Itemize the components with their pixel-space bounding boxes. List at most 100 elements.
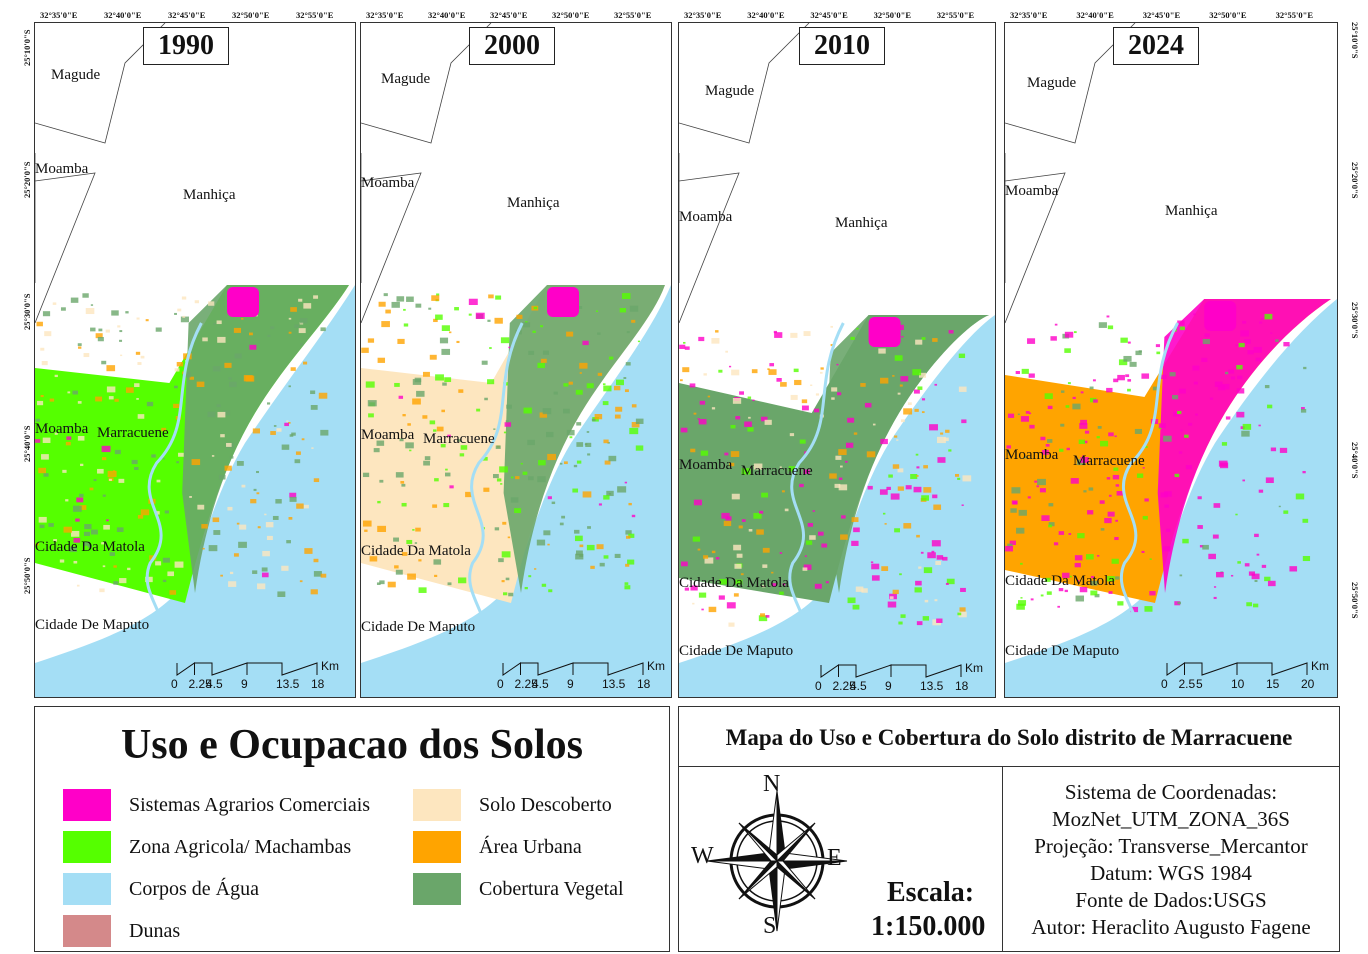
land-cover-patch <box>809 535 816 540</box>
district-boundary <box>679 172 740 324</box>
land-cover-patch <box>489 347 492 349</box>
land-cover-patch <box>1106 315 1110 318</box>
land-cover-patch <box>819 371 823 374</box>
legend-item-agricultural-zone: Zona Agricola/ Machambas <box>63 831 351 863</box>
land-cover-patch <box>563 408 570 414</box>
land-cover-patch <box>584 443 588 446</box>
land-cover-patch <box>1108 432 1114 437</box>
land-cover-patch <box>295 451 301 455</box>
legend-box: Uso e Ocupacao dos Solos Sistemas Agrari… <box>34 706 670 952</box>
legend-swatch <box>413 789 461 821</box>
land-cover-patch <box>739 391 745 395</box>
land-cover-patch <box>700 450 709 456</box>
land-cover-patch <box>897 486 904 491</box>
scale-tick-label: 9 <box>567 677 574 691</box>
land-cover-patch <box>145 319 149 322</box>
land-cover-patch <box>173 403 180 409</box>
land-cover-patch <box>180 316 189 323</box>
land-cover-patch <box>493 428 496 430</box>
land-cover-patch <box>840 534 848 540</box>
land-cover-patch <box>505 577 510 581</box>
land-cover-patch <box>253 488 257 491</box>
place-label: Cidade Da Matola <box>1005 573 1115 589</box>
land-cover-patch <box>594 414 603 420</box>
land-cover-patch <box>224 465 232 471</box>
land-cover-patch <box>958 353 966 358</box>
land-cover-patch <box>422 415 428 419</box>
place-label: Moamba <box>1005 183 1059 199</box>
land-cover-patch <box>961 504 964 506</box>
land-cover-patch <box>628 502 632 506</box>
land-cover-patch <box>692 536 701 542</box>
land-cover-patch <box>528 350 535 355</box>
land-cover-patch <box>1179 574 1183 577</box>
land-cover-patch <box>867 485 873 490</box>
land-cover-patch <box>494 317 503 324</box>
land-cover-patch <box>924 599 929 603</box>
latitude-label: 25°40'0"S <box>1350 442 1360 479</box>
land-cover-patch <box>1114 435 1117 438</box>
land-cover-patch <box>1158 423 1166 429</box>
land-cover-patch <box>1074 555 1083 561</box>
legend-label: Solo Descoberto <box>479 793 612 816</box>
land-cover-patch <box>889 596 894 599</box>
land-cover-patch <box>836 363 839 366</box>
scale-tick-label: 9 <box>885 679 892 693</box>
land-cover-patch <box>1242 320 1247 324</box>
land-cover-patch <box>1028 412 1032 415</box>
land-cover-patch <box>915 580 922 586</box>
land-cover-patch <box>1099 500 1105 504</box>
land-cover-patch <box>946 578 955 585</box>
land-cover-patch <box>460 445 468 450</box>
land-cover-patch <box>1302 555 1311 562</box>
land-cover-patch <box>1283 510 1289 514</box>
land-cover-patch <box>635 418 644 424</box>
land-cover-patch <box>78 346 82 349</box>
place-label: Manhiça <box>1165 203 1218 219</box>
land-cover-patch <box>602 383 606 386</box>
land-cover-patch <box>276 428 282 432</box>
land-cover-patch <box>422 371 430 377</box>
land-cover-patch <box>494 527 500 531</box>
latitude-label: 25°10'0"S <box>22 29 32 66</box>
scale-tick-label: 13.5 <box>276 677 300 691</box>
land-cover-patch <box>1164 504 1169 508</box>
land-cover-patch <box>1236 364 1243 370</box>
land-cover-patch <box>216 404 221 408</box>
land-cover-patch <box>958 611 967 618</box>
longitude-label: 32°55'0"E <box>1275 10 1313 20</box>
land-cover-patch <box>603 439 609 444</box>
land-cover-patch <box>576 422 582 426</box>
land-cover-patch <box>586 383 594 389</box>
land-cover-patch <box>415 527 421 532</box>
land-cover-patch <box>54 432 58 435</box>
land-cover-patch <box>174 368 180 372</box>
land-cover-patch <box>1127 379 1132 382</box>
coastal-zone <box>182 285 349 593</box>
land-cover-patch <box>617 486 627 493</box>
land-cover-patch <box>741 468 751 475</box>
legend-label: Dunas <box>129 919 181 942</box>
land-cover-patch <box>1216 571 1224 578</box>
land-cover-patch <box>400 481 405 484</box>
land-cover-patch <box>789 433 795 437</box>
scale-tick-label: 13.5 <box>602 677 626 691</box>
land-cover-patch <box>753 513 762 519</box>
land-cover-patch <box>101 457 107 461</box>
land-cover-patch <box>779 466 782 468</box>
scale-tick-label: 18 <box>955 679 969 693</box>
land-cover-patch <box>896 439 899 441</box>
land-cover-patch <box>1064 331 1074 338</box>
land-cover-patch <box>744 421 752 427</box>
land-cover-patch <box>415 303 422 308</box>
land-cover-patch <box>1037 478 1046 486</box>
river <box>788 322 845 644</box>
place-label: Manhiça <box>507 195 560 211</box>
land-cover-patch <box>760 613 766 617</box>
land-cover-patch <box>961 419 967 424</box>
info-metadata-box: Sistema de Coordenadas: MozNet_UTM_ZONA_… <box>1002 766 1340 952</box>
land-cover-patch <box>1252 603 1259 608</box>
land-cover-patch <box>726 602 736 609</box>
land-cover-patch <box>830 325 833 328</box>
land-cover-patch <box>559 462 563 465</box>
